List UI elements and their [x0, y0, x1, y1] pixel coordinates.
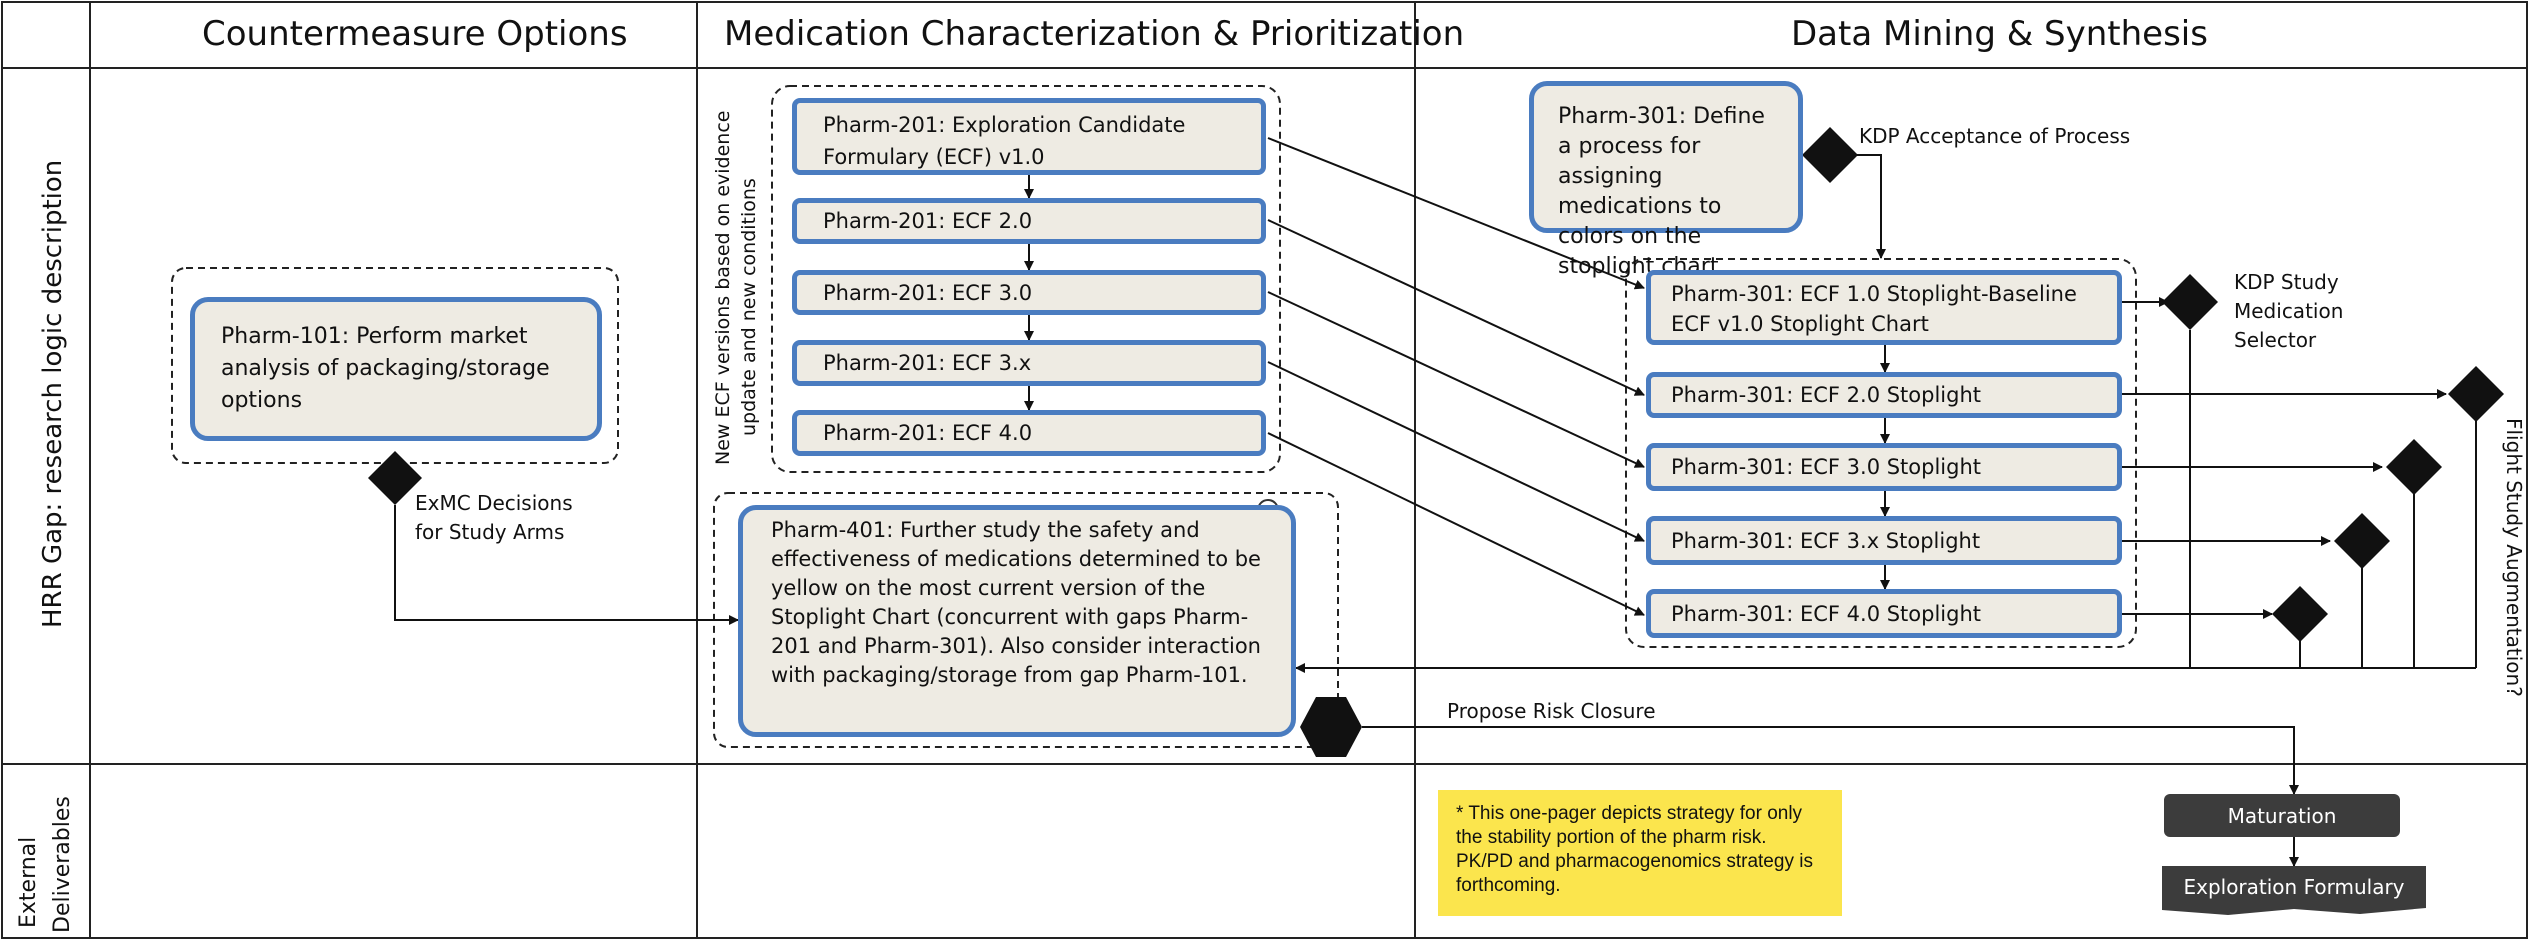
kdp-acceptance-label: KDP Acceptance of Process [1859, 124, 2131, 148]
pharm-301-ecf-30-box: Pharm-301: ECF 3.0 Stoplight [1646, 443, 2122, 491]
exploration-formulary-box: Exploration Formulary [2162, 866, 2426, 915]
decision-shapes [368, 127, 2504, 757]
row-label-external-line2: Deliverables [50, 796, 75, 933]
exmc-decisions-label-line1: ExMC Decisions [415, 491, 573, 515]
pharm-201-ecf-20-box: Pharm-201: ECF 2.0 [792, 198, 1266, 244]
pharm-401-box: Pharm-401: Further study the safety and … [738, 505, 1296, 737]
header-medication-characterization: Medication Characterization & Prioritiza… [724, 14, 1465, 54]
pharm-301-ecf-10-line1: Pharm-301: ECF 1.0 Stoplight-Baseline [1671, 282, 2077, 306]
header-countermeasure-options: Countermeasure Options [202, 14, 628, 54]
row-label-hrr-gap: HRR Gap: research logic description [38, 159, 68, 628]
pharm-201-ecf-3x-box: Pharm-201: ECF 3.x [792, 340, 1266, 386]
pharm-201-ecf-30-box: Pharm-201: ECF 3.0 [792, 270, 1266, 315]
pharm-301-ecf-10-box: Pharm-301: ECF 1.0 Stoplight-Baseline EC… [1646, 270, 2122, 345]
group-pharm301 [1625, 258, 2137, 648]
stability-note: * This one-pager depicts strategy for on… [1438, 790, 1842, 916]
pharm-301-ecf-20-box: Pharm-301: ECF 2.0 Stoplight [1646, 372, 2122, 418]
decision-diamond-20 [2448, 366, 2504, 422]
propose-risk-closure-label: Propose Risk Closure [1447, 699, 1656, 723]
row-label-external-line1: External [16, 836, 41, 928]
flight-study-augmentation-label: Flight Study Augmentation? [2502, 418, 2526, 697]
decision-diamond-3x [2334, 513, 2390, 569]
pharm-301-ecf-3x-box: Pharm-301: ECF 3.x Stoplight [1646, 516, 2122, 565]
decision-diamond-30 [2386, 439, 2442, 495]
kdp-study-label-line1: KDP Study [2234, 270, 2339, 294]
pharm-301-ecf-10-line2: ECF v1.0 Stoplight Chart [1671, 312, 1929, 336]
exmc-decisions-label-line2: for Study Arms [415, 520, 565, 544]
new-ecf-versions-label-line2: update and new conditions [738, 178, 760, 436]
kdp-study-diamond [2162, 274, 2218, 330]
pharm-301-define-box: Pharm-301: Define a process for assignin… [1529, 81, 1803, 279]
kdp-acceptance-diamond [1802, 127, 1858, 183]
header-data-mining: Data Mining & Synthesis [1791, 14, 2208, 54]
new-ecf-versions-label-line1: New ECF versions based on evidence [712, 110, 734, 466]
risk-closure-hexagon [1300, 697, 1362, 757]
group-pharm201 [771, 85, 1281, 473]
pharm-201-ecf-v1-box: Pharm-201: Exploration Candidate Formula… [792, 98, 1266, 175]
pharm-301-ecf-40-box: Pharm-301: ECF 4.0 Stoplight [1646, 589, 2122, 638]
maturation-box: Maturation [2164, 794, 2400, 837]
pharm-101-box: Pharm-101: Perform market analysis of pa… [190, 297, 602, 441]
decision-diamond-40 [2272, 586, 2328, 642]
kdp-study-label-line3: Selector [2234, 328, 2317, 352]
exmc-decision-diamond [368, 451, 422, 505]
group-pharm101 [171, 267, 619, 464]
kdp-study-label-line2: Medication [2234, 299, 2344, 323]
pharm-201-ecf-40-box: Pharm-201: ECF 4.0 [792, 410, 1266, 456]
connectors [394, 137, 2477, 867]
